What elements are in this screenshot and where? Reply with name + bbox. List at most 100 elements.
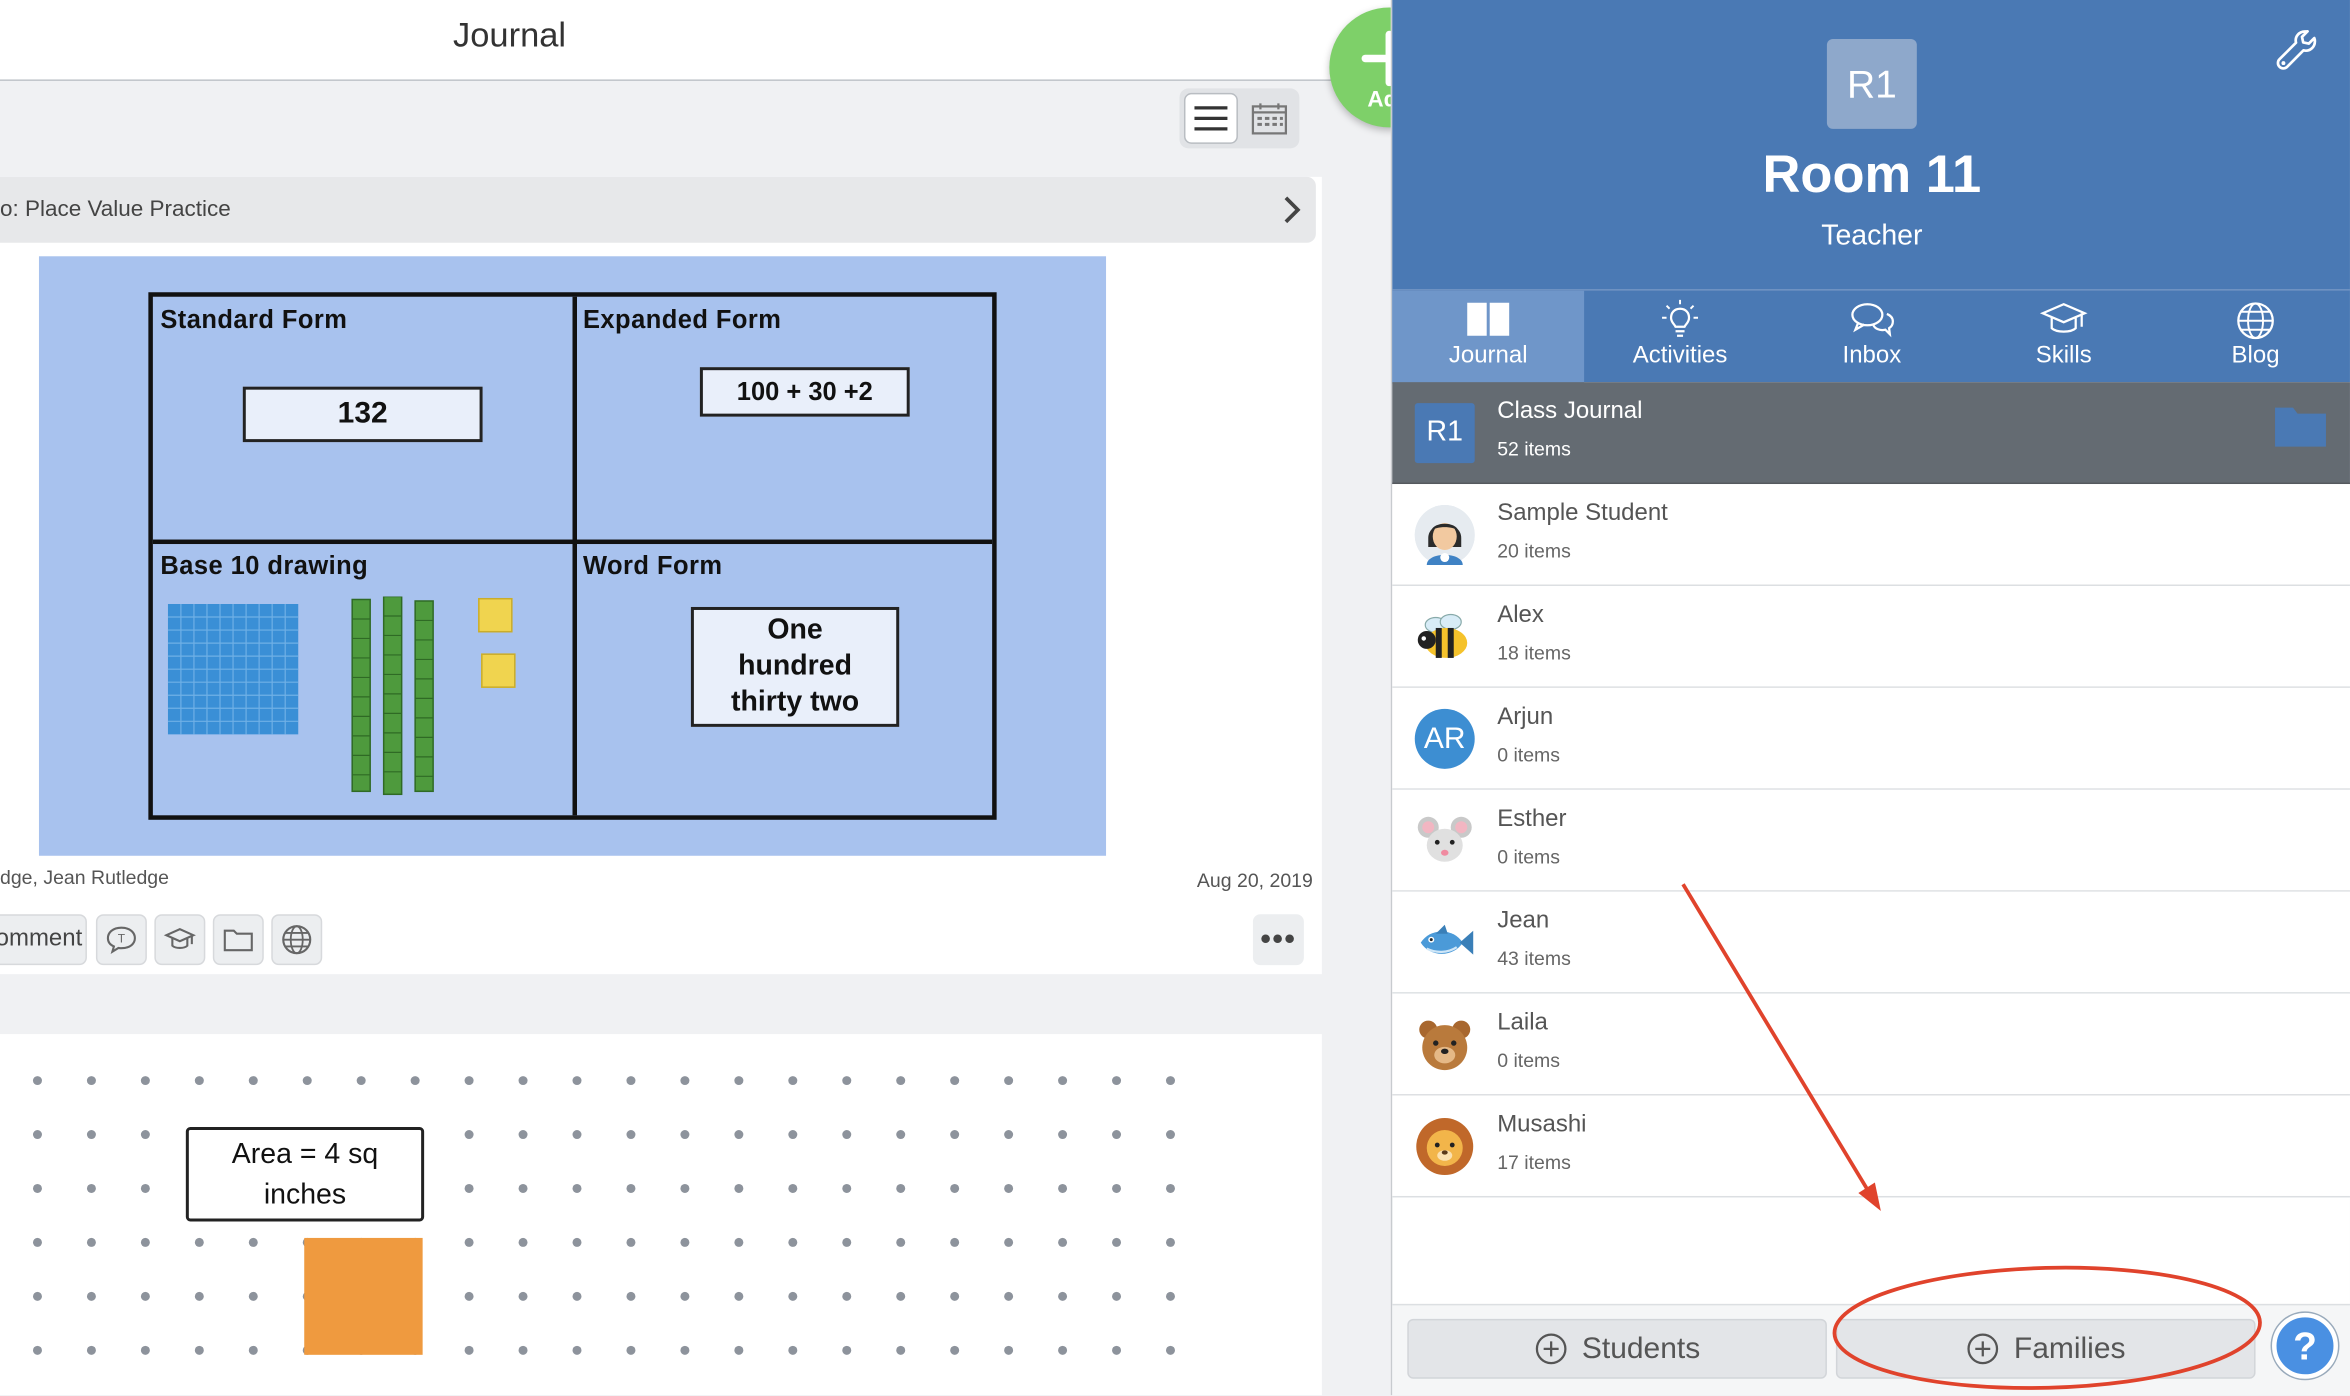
list-item-esther[interactable]: Esther 0 items (1392, 789, 2350, 892)
globe-icon (282, 925, 312, 955)
grid-dot (518, 1183, 528, 1193)
grid-dot (32, 1130, 42, 1140)
grid-dot (1004, 1291, 1014, 1301)
grid-dot (626, 1291, 636, 1301)
list-item-alex[interactable]: Alex 18 items (1392, 585, 2350, 688)
wrench-icon[interactable] (2274, 27, 2322, 75)
grid-dot (680, 1076, 690, 1086)
grid-dot (32, 1076, 42, 1086)
class-header: R1 Room 11 Teacher (1392, 0, 2350, 290)
grid-dot (734, 1183, 744, 1193)
folder-button[interactable] (212, 914, 264, 966)
grid-dot (518, 1291, 528, 1301)
list-item-class-journal[interactable]: R1 Class Journal 52 items (1392, 382, 2350, 485)
tab-activities[interactable]: Activities (1584, 291, 1776, 384)
grid-dot (86, 1183, 96, 1193)
list-item-arjun[interactable]: AR Arjun 0 items (1392, 687, 2350, 790)
grid-dot (410, 1076, 420, 1086)
grid-dot (788, 1183, 798, 1193)
grid-dot (86, 1345, 96, 1355)
tab-journal[interactable]: Journal (1392, 290, 1585, 384)
skills-button[interactable] (154, 914, 206, 966)
grid-dot (518, 1237, 528, 1247)
add-students-button[interactable]: Students (1407, 1318, 1827, 1379)
help-button[interactable]: ? (2272, 1312, 2338, 1379)
grid-dot (194, 1291, 204, 1301)
entry-image[interactable]: Standard Form 132 Expanded Form 100 + 30… (38, 256, 1107, 856)
blog-share-button[interactable] (271, 914, 323, 966)
grid-dot (680, 1291, 690, 1301)
grid-dot (734, 1130, 744, 1140)
list-item-name: Laila (1497, 1010, 1548, 1036)
sidebar-bottom-bar: Students Families (1392, 1303, 2350, 1396)
grid-dot (1004, 1130, 1014, 1140)
grid-dot (248, 1076, 258, 1086)
bee-icon (1415, 607, 1475, 667)
comment-button[interactable]: omment (0, 914, 87, 966)
list-view-button[interactable] (1183, 92, 1238, 144)
grid-dot (86, 1130, 96, 1140)
grid-dot (950, 1237, 960, 1247)
calendar-view-button[interactable] (1245, 96, 1293, 141)
grid-dot (140, 1076, 150, 1086)
base10-drawing-label: Base 10 drawing (160, 551, 369, 580)
grid-dot (896, 1130, 906, 1140)
teacher-comment-button[interactable]: T (95, 914, 147, 966)
ones-cube-2 (481, 653, 516, 688)
grid-dot (1058, 1291, 1068, 1301)
journal-pane: Journal o: Place Value Practice Standard… (0, 0, 1391, 1396)
add-families-button[interactable]: Families (1835, 1318, 2256, 1379)
grid-dot (896, 1076, 906, 1086)
calendar-icon (1251, 103, 1288, 135)
grid-dot (1058, 1183, 1068, 1193)
grid-dot (680, 1130, 690, 1140)
grid-dot (734, 1076, 744, 1086)
journal-entry-card: o: Place Value Practice Standard Form 13… (0, 176, 1322, 975)
user-role: Teacher (1821, 220, 1923, 252)
tab-blog[interactable]: Blog (2160, 291, 2350, 384)
tab-skills[interactable]: Skills (1968, 291, 2160, 384)
fish-icon (1415, 913, 1475, 973)
grid-dot (788, 1076, 798, 1086)
grid-dot (572, 1130, 582, 1140)
grid-dot (572, 1183, 582, 1193)
list-item-sample-student[interactable]: Sample Student 20 items (1392, 484, 2350, 586)
grid-dot (950, 1291, 960, 1301)
grid-dot (896, 1237, 906, 1247)
arjun-avatar: AR (1414, 708, 1475, 769)
list-item-jean[interactable]: Jean 43 items (1392, 891, 2350, 994)
list-item-count: 0 items (1497, 1049, 1561, 1072)
globe-icon (2237, 302, 2274, 340)
grid-dot (194, 1076, 204, 1086)
grid-dot (950, 1076, 960, 1086)
chevron-right-icon (1284, 196, 1301, 224)
grid-dot (464, 1291, 474, 1301)
entry-activity-header[interactable]: o: Place Value Practice (0, 176, 1316, 243)
teacher-comment-icon: T (106, 926, 136, 955)
class-journal-avatar: R1 (1414, 403, 1475, 464)
svg-text:T: T (118, 932, 126, 946)
grid-dot (896, 1291, 906, 1301)
grid-dot (1004, 1183, 1014, 1193)
grid-dot (464, 1076, 474, 1086)
view-toggle (1179, 88, 1300, 149)
list-item-musashi[interactable]: Musashi 17 items (1392, 1095, 2350, 1198)
tab-inbox[interactable]: Inbox (1776, 291, 1968, 384)
grid-dot (1165, 1183, 1175, 1193)
grid-dot (572, 1076, 582, 1086)
list-item-laila[interactable]: Laila 0 items (1392, 993, 2350, 1096)
grid-dot (626, 1076, 636, 1086)
plus-circle-icon (1535, 1333, 1566, 1365)
grid-dot (248, 1345, 258, 1355)
grid-dot (950, 1130, 960, 1140)
more-options-button[interactable]: ••• (1252, 914, 1304, 966)
place-value-grid: Standard Form 132 Expanded Form 100 + 30… (148, 292, 997, 820)
tens-rods-drawing (351, 596, 434, 796)
grid-dot (788, 1291, 798, 1301)
word-form-line-2: hundred (738, 650, 853, 682)
grid-dot (194, 1237, 204, 1247)
grid-dot (32, 1183, 42, 1193)
grid-dot (680, 1183, 690, 1193)
list-item-name: Arjun (1497, 704, 1554, 730)
folder-icon[interactable] (2274, 403, 2328, 448)
